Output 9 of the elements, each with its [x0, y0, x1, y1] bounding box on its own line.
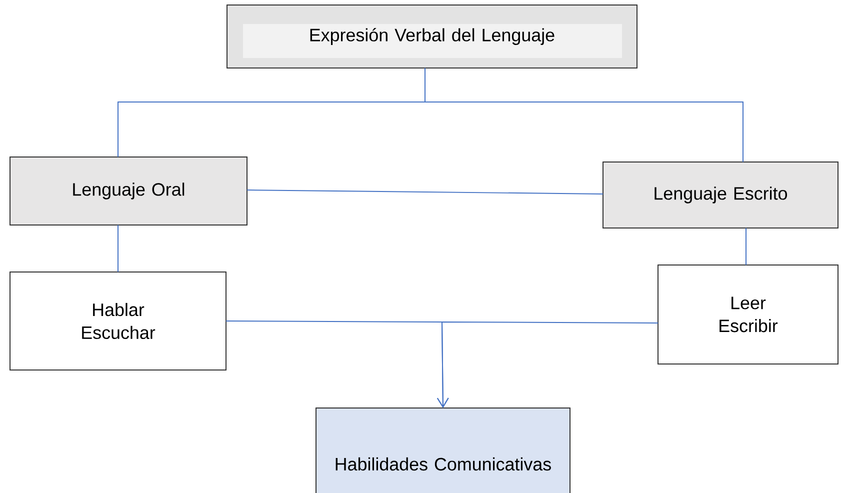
process-box: Leer Escribir: [658, 264, 838, 364]
connector-line: [424, 68, 744, 162]
result-box: Habilidades Comunicativas: [316, 408, 570, 493]
process-box: Lenguaje Escrito: [602, 162, 838, 228]
process-box: Lenguaje Oral: [10, 156, 248, 226]
connector-line: [436, 322, 658, 408]
title-box: Expresión Verbal del Lenguaje: [226, 4, 638, 68]
process-box: Hablar Escuchar: [10, 272, 226, 370]
connector-line: [246, 190, 604, 194]
